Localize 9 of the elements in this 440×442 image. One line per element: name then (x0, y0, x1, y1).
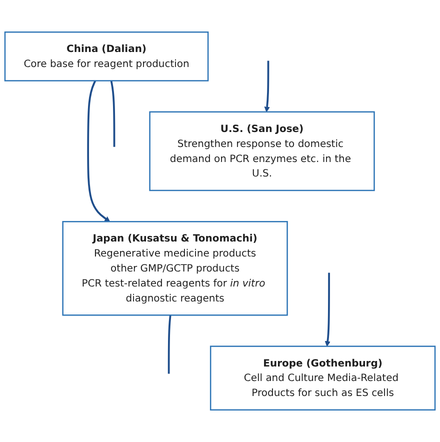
node-box: U.S. (San Jose) Strengthen response to domestic demand on PCR enzymes etc. in the U.S. (149, 111, 375, 192)
node-box: China (Dalian) Core base for reagent production (4, 31, 209, 82)
arrow (324, 272, 330, 347)
connector (168, 315, 172, 374)
arrow (264, 60, 270, 112)
node-box: Japan (Kusatsu & Tonomachi) Regenerative medicine products other GMP/GCTP products PCR test-related reagents for in vitro diagnostic reagents (62, 221, 288, 316)
arrow (87, 80, 110, 222)
connector (110, 80, 116, 147)
node-box: Europe (Gothenburg) Cell and Culture Media-Related Products for such as ES cells (210, 346, 436, 411)
